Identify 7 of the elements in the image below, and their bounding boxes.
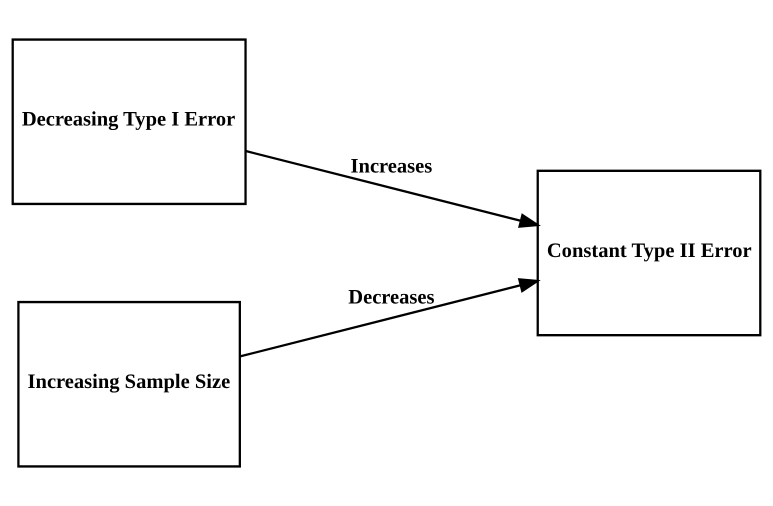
edge-label: Increases — [350, 155, 432, 178]
node-box: Increasing Sample Size — [17, 300, 241, 468]
arrow — [240, 278, 541, 358]
edge-label: Decreases — [348, 286, 435, 309]
node-box: Decreasing Type I Error — [12, 38, 247, 206]
node-box: Constant Type II Error — [536, 170, 762, 336]
arrow — [246, 150, 541, 228]
